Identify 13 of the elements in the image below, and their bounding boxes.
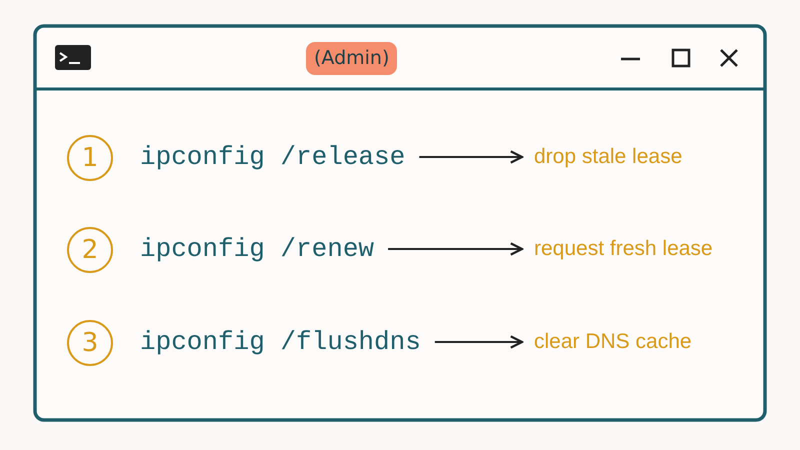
command-text: ipconfig /release <box>140 141 406 173</box>
arrow <box>419 150 524 164</box>
arrow <box>388 242 524 256</box>
step-number: 3 <box>67 320 113 366</box>
arrow <box>434 335 524 349</box>
command-text: ipconfig /flushdns <box>140 326 421 358</box>
command-text: ipconfig /renew <box>140 233 374 265</box>
step-number: 1 <box>67 135 113 181</box>
description-text: request fresh lease <box>534 235 713 263</box>
description-text: clear DNS cache <box>534 328 692 356</box>
admin-badge: (Admin) <box>306 42 398 75</box>
step-number: 2 <box>67 227 113 273</box>
description-text: drop stale lease <box>534 143 682 171</box>
